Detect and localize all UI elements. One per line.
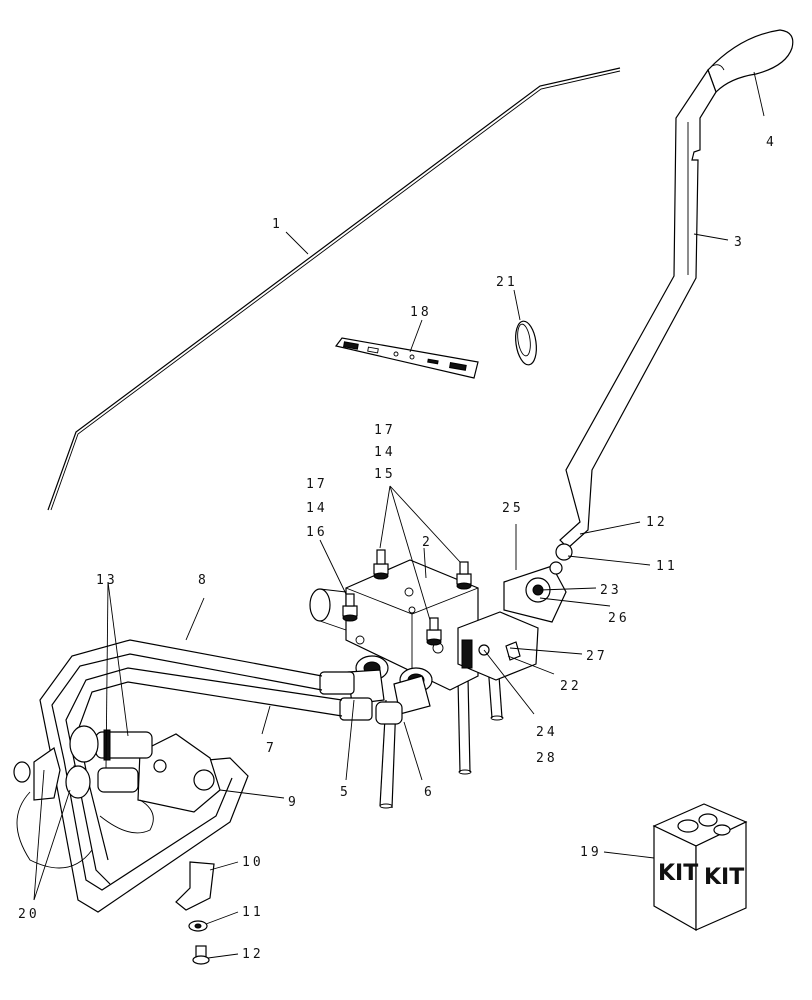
callout-12-upper: 12 [646,515,668,530]
callout-26: 26 [608,611,630,626]
callout-22: 22 [560,679,582,694]
callout-1: 1 [272,217,283,232]
callout-12-lower: 12 [242,947,264,962]
callout-11-lower: 11 [242,905,264,920]
callout-19: 19 [580,845,602,860]
callout-16: 16 [306,525,328,540]
callout-27: 27 [586,649,608,664]
fittings-5-6 [319,655,433,725]
callout-24: 24 [536,725,558,740]
callout-2: 2 [422,535,433,550]
callout-20: 20 [18,907,40,922]
callout-21: 21 [496,275,518,290]
callout-28: 28 [536,751,558,766]
part-4-grip [707,29,794,94]
coupler-assembly [65,725,221,813]
fastener-group-lower [175,861,215,965]
callout-10: 10 [242,855,264,870]
callout-17-top: 17 [374,423,396,438]
callout-labels: 1 2 3 4 5 6 7 8 9 10 11 11 12 12 13 14 1… [18,135,777,962]
callout-8: 8 [198,573,209,588]
part-2-valve-block [309,559,479,691]
callout-6: 6 [424,785,435,800]
callout-14-left: 14 [306,501,328,516]
callout-11-upper: 11 [656,559,678,574]
hydraulic-lines [39,639,343,913]
part-1-rod [47,67,621,511]
callout-17-left: 17 [306,477,328,492]
part-21-knob [515,320,537,366]
part-3-lever [559,68,717,549]
part-20-couplers [13,747,154,869]
callout-15: 15 [374,467,396,482]
callout-23: 23 [600,583,622,598]
callout-25: 25 [502,501,524,516]
kit-label-right: KIT [704,865,744,890]
valve-studs [342,549,472,646]
callout-5: 5 [340,785,351,800]
callout-3: 3 [734,235,745,250]
part-18-decal [334,337,479,379]
kit-label-left: KIT [658,861,698,886]
callout-7: 7 [266,741,277,756]
callout-14-top: 14 [374,445,396,460]
callout-4: 4 [766,135,777,150]
callout-18: 18 [410,305,432,320]
callout-9: 9 [288,795,299,810]
leader-lines [33,71,765,959]
kit-box: KIT KIT [652,803,748,932]
callout-13: 13 [96,573,118,588]
